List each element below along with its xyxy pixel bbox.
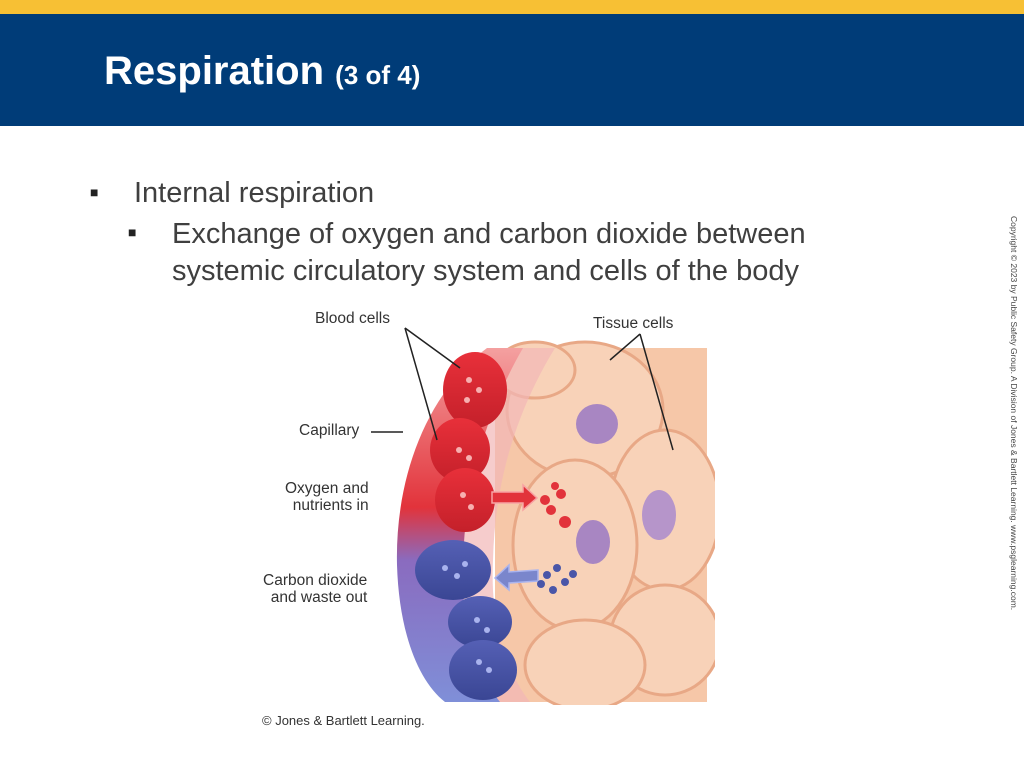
bullet-level-2: ■ Exchange of oxygen and carbon dioxide … [128,216,892,290]
label-tissue-cells: Tissue cells [593,315,674,332]
oxygen-particles-in-rbc [456,377,482,510]
capillary-tissue-diagram [371,327,722,712]
oxygen-in-arrow [491,483,539,512]
leader-lines [371,327,674,451]
vertical-copyright: Copyright © 2023 by Public Safety Group.… [1009,216,1024,616]
label-oxygen-in: Oxygen and nutrients in [285,480,369,514]
slide-counter: (3 of 4) [335,60,421,90]
cell-nucleus [642,490,676,540]
label-oxygen-in-line-1: Oxygen and [285,480,369,497]
top-accent-stripe [0,0,1024,14]
slide-title: Respiration (3 of 4) [104,48,420,98]
square-bullet-icon: ■ [90,184,99,200]
blue-blood-cell [415,540,491,600]
label-oxygen-in-line-2: nutrients in [292,497,369,514]
blue-blood-cell [448,596,512,648]
tissue-cell [523,618,647,712]
cell-nucleus [576,520,610,564]
co2-particles-in-bbc [442,561,492,673]
red-blood-cell [435,468,495,532]
blue-blood-cell [449,640,517,700]
co2-particles-in-tissue [537,564,577,594]
respiration-illustration: Blood cells Tissue cells Capillary Oxyge… [255,300,722,712]
bullet-text-internal-respiration: Internal respiration [134,177,375,209]
vertical-copyright-text: Copyright © 2023 by Public Safety Group.… [1009,216,1019,611]
tissue-cell [511,458,639,632]
square-bullet-icon: ■ [128,224,137,240]
cell-nucleus [576,404,618,444]
co2-out-arrow [493,563,539,592]
label-capillary: Capillary [299,422,360,439]
bullet-text-exchange: Exchange of oxygen and carbon dioxide be… [172,218,806,287]
label-co2-out: Carbon dioxide and waste out [263,572,367,606]
label-co2-out-line-1: Carbon dioxide [263,572,368,589]
red-blood-cell [443,352,507,428]
label-blood-cells: Blood cells [315,310,390,327]
oxygen-particles-in-tissue [540,482,571,528]
image-credit: © Jones & Bartlett Learning. [262,713,425,728]
label-co2-out-line-2: and waste out [270,589,368,606]
bullet-level-1: ■ Internal respiration [90,176,374,210]
slide-title-text: Respiration [104,49,325,93]
title-bar [0,14,1024,126]
